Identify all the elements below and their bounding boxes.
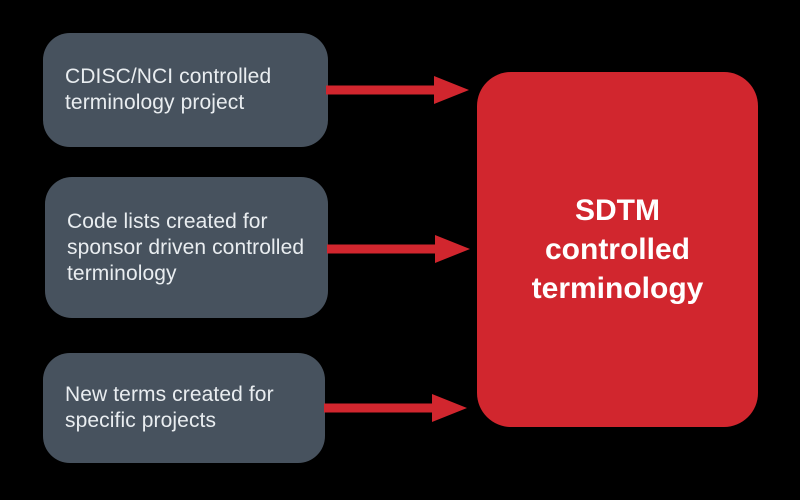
right-arrow-icon — [327, 235, 470, 263]
target-box-sdtm: SDTM controlled terminology — [477, 72, 758, 427]
source-box-cdisc-nci: CDISC/NCI controlled terminology project — [43, 33, 328, 147]
target-box-label: SDTM controlled terminology — [531, 194, 704, 305]
source-box-label: New terms created for specific projects — [65, 383, 274, 432]
source-box-label: CDISC/NCI controlled terminology project — [65, 65, 272, 114]
source-box-label: Code lists created for sponsor driven co… — [67, 209, 305, 285]
source-box-sponsor-code-lists: Code lists created for sponsor driven co… — [45, 177, 328, 318]
right-arrow-icon — [324, 394, 467, 422]
right-arrow-icon — [326, 76, 469, 104]
source-box-new-terms: New terms created for specific projects — [43, 353, 325, 463]
